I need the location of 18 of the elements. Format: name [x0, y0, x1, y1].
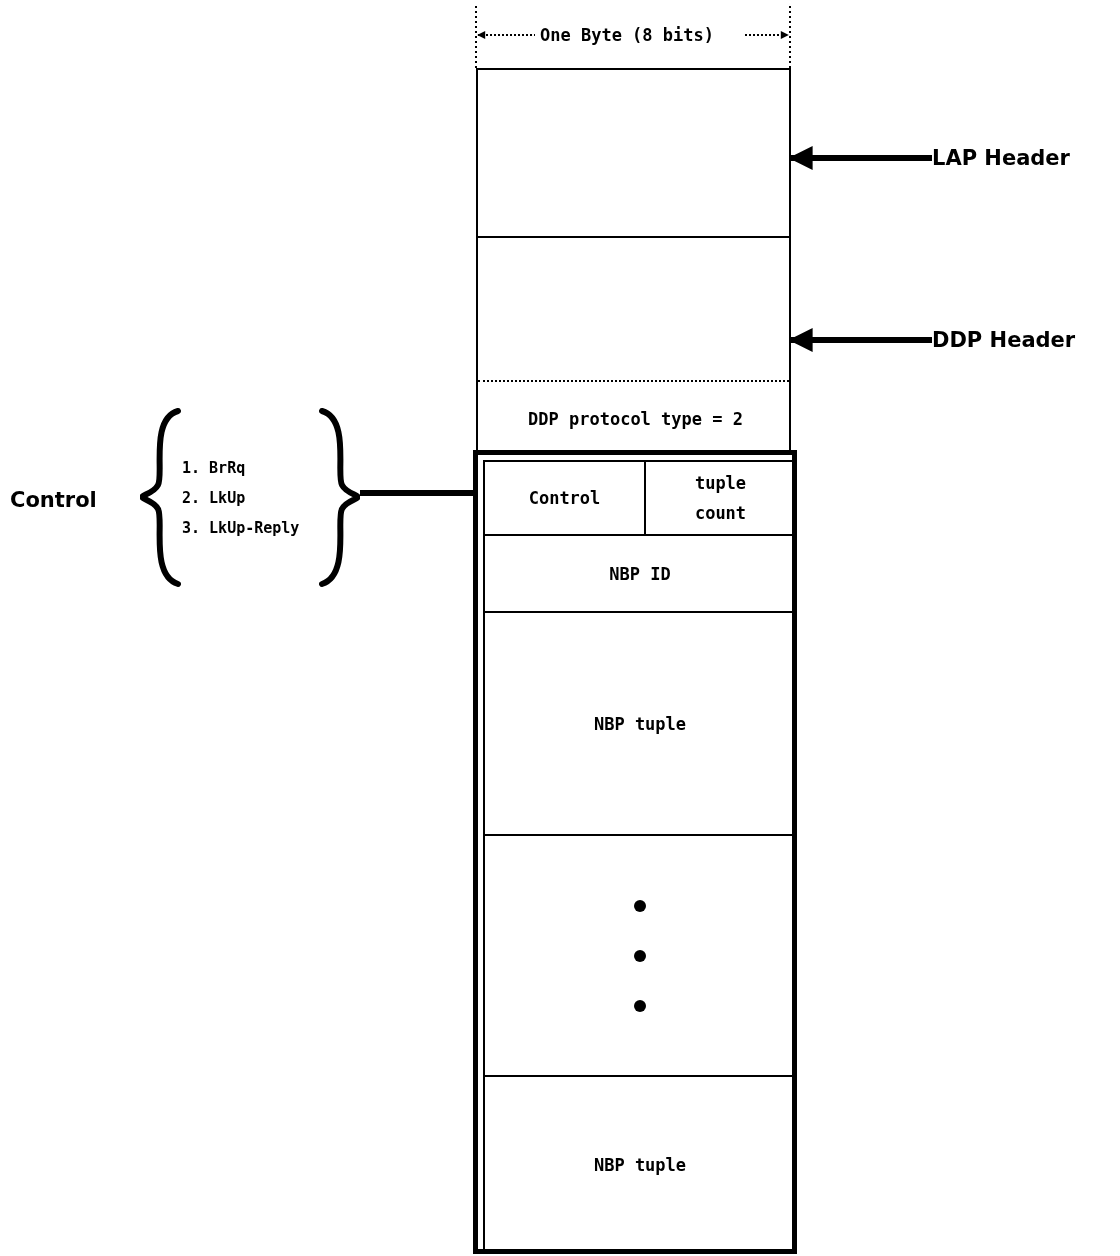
field-label: NBP tuple — [593, 1153, 687, 1177]
list-item: 2. LkUp — [182, 487, 246, 509]
field-label: Control — [528, 487, 601, 510]
field-label: NBP ID — [609, 562, 671, 586]
arrow — [788, 328, 932, 352]
list-item: 3. LkUp-Reply — [182, 517, 300, 539]
packet-section — [473, 450, 797, 1254]
dimension-label: One Byte (8 bits) — [540, 24, 714, 47]
header-label: LAP Header — [932, 146, 1070, 170]
field-label: tuple count — [693, 472, 748, 525]
annotation-label: Control — [10, 488, 97, 512]
header-label: DDP Header — [932, 328, 1076, 352]
field-label: DDP protocol type = 2 — [528, 408, 743, 431]
arrow — [788, 146, 932, 170]
field-cell — [483, 460, 646, 536]
list-item: 1. BrRq — [182, 457, 246, 479]
field-box — [476, 68, 791, 238]
field-label: NBP tuple — [593, 712, 687, 736]
